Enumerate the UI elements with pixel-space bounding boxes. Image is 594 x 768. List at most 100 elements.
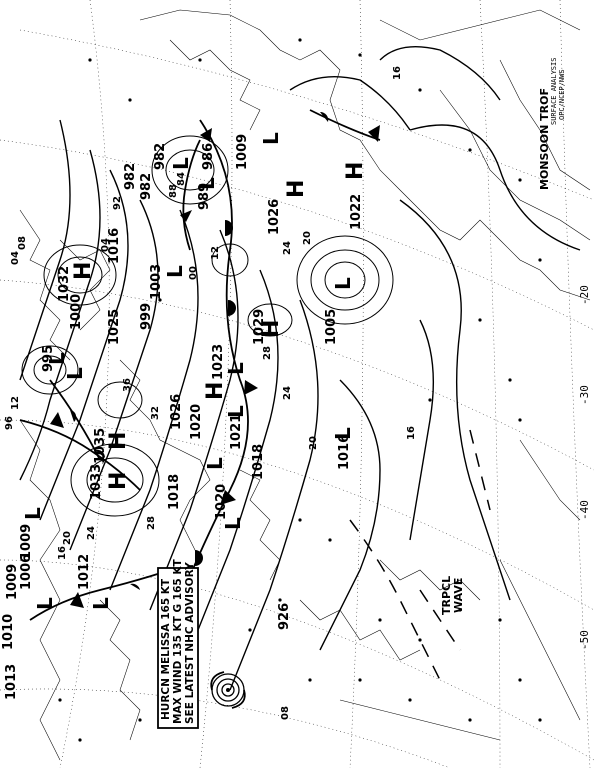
advisory-line: HURCN MELISSA 165 KT <box>160 578 172 720</box>
low-center: L <box>331 277 355 290</box>
annotations: MONSOON TROF TRPCL WAVE HURCN MELISSA 16… <box>160 58 566 724</box>
isobar-labels: 04 08 12 16 20 24 28 32 36 24 20 16 12 0… <box>4 66 417 720</box>
monsoon-trough-label: MONSOON TROF <box>538 88 551 190</box>
pressure-value: 982 <box>139 173 154 200</box>
pressure-value: 1000 <box>69 294 84 330</box>
high-center: H <box>343 162 368 180</box>
pressure-value: 1012 <box>77 554 92 590</box>
longitude-label: -30 <box>578 385 591 405</box>
isobar-value: 16 <box>57 546 68 560</box>
low-center: L <box>221 517 245 530</box>
isobars <box>19 45 581 691</box>
advisory-line: MAX WIND 135 KT G 165 KT <box>172 559 184 724</box>
low-center: L <box>45 352 69 365</box>
pressure-value: 1009 <box>235 134 250 170</box>
high-center: H <box>106 432 131 450</box>
tropical-wave-label: TRPCL <box>440 576 453 615</box>
low-center: L <box>169 157 193 170</box>
chart-header: OPC/NCEP/NWS <box>558 69 566 120</box>
pressure-value: 1009 <box>19 524 34 560</box>
isobar-value: 28 <box>146 516 157 530</box>
pressure-value: 982 <box>123 163 138 190</box>
high-center: H <box>203 382 228 400</box>
isobar-value: 04 <box>10 251 21 265</box>
low-center: L <box>21 507 45 520</box>
pressure-value: 1033 <box>89 464 104 500</box>
isobar-value: 36 <box>122 378 133 392</box>
tropical-wave-label: WAVE <box>452 578 465 613</box>
pressure-value: 1005 <box>324 309 339 345</box>
low-center: L <box>224 405 248 418</box>
low-center: L <box>63 367 87 380</box>
isobar-value: 08 <box>17 236 28 250</box>
pressure-value: 1025 <box>107 309 122 345</box>
isobar-value: 08 <box>280 706 291 720</box>
longitude-label: -50 <box>578 630 591 650</box>
high-center: H <box>71 262 96 280</box>
isobar-value: 20 <box>302 231 313 245</box>
pressure-value: 1013 <box>4 664 19 700</box>
pressure-value: 926 <box>277 603 292 630</box>
isobar-value: 96 <box>4 416 15 430</box>
low-center: L <box>224 362 248 375</box>
pressure-value: 1006 <box>19 554 34 590</box>
hurricane-symbol <box>210 671 246 709</box>
pressure-value: 1026 <box>169 394 184 430</box>
pressure-value: 1032 <box>57 266 72 302</box>
longitude-labels: -20 -30 -40 -50 <box>578 285 591 650</box>
pressure-value: 1035 <box>93 428 108 464</box>
lows: L L L L L L L L L L L L L L L <box>21 132 355 610</box>
pressure-value: 1020 <box>214 484 229 520</box>
hurricane-advisory-box <box>157 567 199 729</box>
troughs <box>349 429 491 681</box>
low-center: L <box>331 427 355 440</box>
isobar-value: 16 <box>406 426 417 440</box>
low-center: L <box>163 265 187 278</box>
isobar-value: 24 <box>86 526 97 540</box>
station-plots <box>58 38 542 742</box>
longitude-label: -40 <box>578 500 591 520</box>
isobar-value: 32 <box>150 406 161 420</box>
pressure-value: 986 <box>201 143 216 170</box>
isobar-value: 12 <box>210 246 221 260</box>
longitude-label: -20 <box>578 285 591 305</box>
pressure-value: 1029 <box>252 309 267 345</box>
isobar-value: 84 <box>176 172 187 186</box>
highs: H H H H H H H <box>71 162 368 490</box>
advisory-line: SEE LATEST NHC ADVISORY <box>184 562 196 724</box>
isobar-value: 24 <box>282 241 293 255</box>
isobar-value: 28 <box>262 346 273 360</box>
pressure-value: 1021 <box>229 414 244 450</box>
high-center: H <box>284 180 309 198</box>
pressure-value: 1009 <box>5 564 20 600</box>
pressure-centers-contours <box>21 135 394 517</box>
pressure-value: 1016 <box>337 434 352 470</box>
pressure-value: 1026 <box>267 199 282 235</box>
pressure-value: 1023 <box>211 344 226 380</box>
isobar-value: 92 <box>112 196 123 210</box>
pressure-value: 999 <box>139 303 154 330</box>
central-pressures: 1032 1035 1033 1029 1026 1026 1025 1023 … <box>1 134 364 700</box>
isobar-value: 12 <box>10 396 21 410</box>
pressure-value: 995 <box>41 345 56 372</box>
low-center: L <box>195 177 219 190</box>
pressure-value: 1022 <box>349 194 364 230</box>
low-center: L <box>259 132 283 145</box>
pressure-value: 1018 <box>251 444 266 480</box>
low-center: L <box>89 597 113 610</box>
pressure-value: 1016 <box>107 228 122 264</box>
chart-header: SURFACE ANALYSIS <box>550 58 558 125</box>
pressure-value: 1003 <box>149 264 164 300</box>
pressure-value: 989 <box>197 183 212 210</box>
high-center: H <box>259 320 284 338</box>
isobar-value: 00 <box>188 266 199 280</box>
pressure-value: 982 <box>153 143 168 170</box>
isobar-value: 04 <box>100 238 111 252</box>
low-center: L <box>203 457 227 470</box>
isobar-value: 24 <box>282 386 293 400</box>
pressure-value: 1010 <box>1 614 16 650</box>
isobar-value: 16 <box>392 66 403 80</box>
fronts <box>19 109 381 621</box>
